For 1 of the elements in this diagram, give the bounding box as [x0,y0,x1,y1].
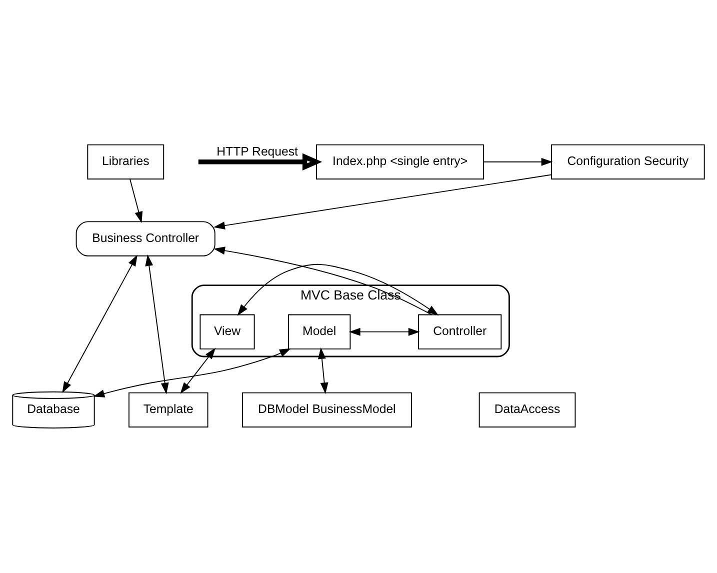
edge-label: HTTP Request [216,144,298,159]
